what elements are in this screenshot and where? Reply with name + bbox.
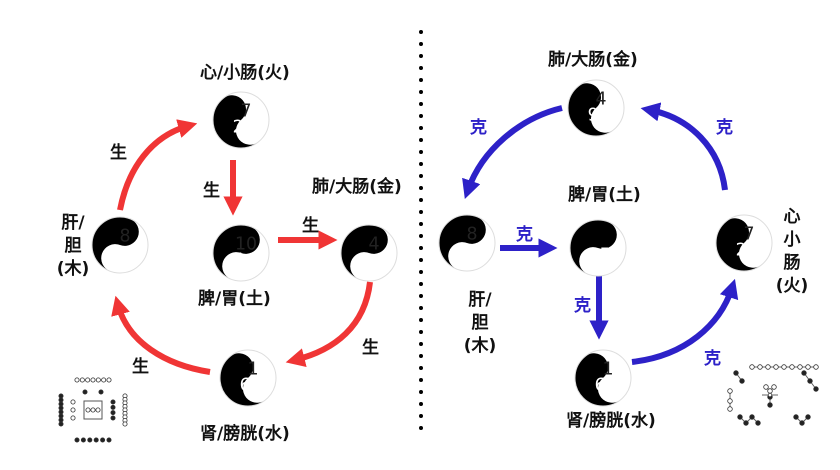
yin-yang-icon-left-water-num-b: 6 xyxy=(240,376,251,396)
arrow-metal-to-water xyxy=(285,281,373,367)
relation-metal-wood: 克 xyxy=(470,118,487,138)
luoshu-chart-icon xyxy=(727,364,819,426)
label-right-wood-line1: 肝/ xyxy=(468,290,492,310)
yin-yang-icon-right-metal-num-a: 4 xyxy=(596,90,607,110)
label-right-earth: 脾/胃(土) xyxy=(568,185,641,205)
label-right-fire-line3: 肠 xyxy=(783,252,801,273)
yin-yang-icon-right-fire-num-b: 2 xyxy=(736,241,747,261)
yin-yang-icon-right-water-num-b: 6 xyxy=(595,376,606,396)
yin-yang-icon-left-water-num-a: 1 xyxy=(248,360,259,380)
yin-yang-icon-left-fire: 72 xyxy=(212,91,270,149)
yin-yang-icon-right-water: 16 xyxy=(574,349,632,407)
yin-yang-icon-left-earth-num-b: 5 xyxy=(233,251,244,271)
relation-earth-water: 克 xyxy=(574,296,591,316)
label-left-wood-line2: 胆 xyxy=(64,235,82,256)
yin-yang-icon-right-metal-num-b: 9 xyxy=(588,106,599,126)
yin-yang-icon-left-fire-num-b: 2 xyxy=(233,118,244,138)
label-right-fire: 心 小 肠 (火) xyxy=(772,206,812,298)
relation-wood-fire: 生 xyxy=(110,143,127,163)
label-right-wood: 肝/ 胆 (木) xyxy=(460,289,500,358)
yin-yang-icon-left-metal: 49 xyxy=(340,224,398,282)
yin-yang-icon-right-fire-num-a: 7 xyxy=(744,225,755,245)
yin-yang-icon-left-earth: 105 xyxy=(212,224,270,282)
relation-wood-earth: 克 xyxy=(516,225,533,245)
yin-yang-icon-left-wood-num-b: 3 xyxy=(112,243,123,263)
yin-yang-icon-left-metal-num-a: 4 xyxy=(369,235,380,255)
yin-yang-icon-right-wood: 83 xyxy=(438,214,496,272)
yin-yang-icon-right-earth-num-b: 5 xyxy=(599,246,610,266)
yin-yang-icon-right-earth: 5 xyxy=(569,219,627,277)
label-left-wood: 肝/ 胆 (木) xyxy=(56,212,90,281)
label-left-wood-line3: (木) xyxy=(56,258,90,279)
label-right-metal: 肺/大肠(金) xyxy=(548,50,638,70)
yin-yang-icon-left-water: 16 xyxy=(219,349,277,407)
label-left-earth: 脾/胃(土) xyxy=(198,289,271,309)
yin-yang-icon-left-wood-num-a: 8 xyxy=(120,227,131,247)
yin-yang-icon-left-fire-num-a: 7 xyxy=(241,102,252,122)
yin-yang-icon-right-metal: 49 xyxy=(567,79,625,137)
relation-earth-metal: 生 xyxy=(302,216,319,236)
yin-yang-icon-right-wood-num-a: 8 xyxy=(467,225,478,245)
arrow-wood-to-fire xyxy=(117,119,198,211)
arrow-water-to-wood xyxy=(111,295,211,375)
arrow-fire-to-metal xyxy=(640,102,728,191)
label-left-fire: 心/小肠(火) xyxy=(200,63,290,83)
label-right-wood-line3: (木) xyxy=(463,335,497,356)
label-left-metal: 肺/大肠(金) xyxy=(312,177,402,197)
label-right-fire-line2: 小 xyxy=(783,229,801,250)
yin-yang-icon-right-wood-num-b: 3 xyxy=(459,241,470,261)
label-left-wood-line1: 肝/ xyxy=(61,213,85,233)
label-right-wood-line2: 胆 xyxy=(471,312,489,333)
label-right-fire-line4: (火) xyxy=(775,275,809,296)
relation-metal-water: 生 xyxy=(362,338,379,358)
arrow-metal-to-wood xyxy=(462,105,563,200)
label-right-water: 肾/膀胱(水) xyxy=(566,411,656,431)
hetu-river-chart-icon xyxy=(58,377,128,443)
yin-yang-icon-left-metal-num-b: 9 xyxy=(361,251,372,271)
yin-yang-icon-right-fire: 72 xyxy=(715,214,773,272)
label-right-fire-line1: 心 xyxy=(783,207,801,227)
relation-water-fire: 克 xyxy=(704,349,721,369)
relation-fire-metal: 克 xyxy=(716,118,733,138)
yin-yang-icon-right-water-num-a: 1 xyxy=(603,360,614,380)
relation-fire-earth: 生 xyxy=(203,181,220,201)
label-left-water: 肾/膀胱(水) xyxy=(200,424,290,444)
arrow-water-to-fire xyxy=(631,278,739,365)
yin-yang-icon-left-wood: 83 xyxy=(91,216,149,274)
relation-water-wood: 生 xyxy=(132,357,149,377)
yin-yang-icon-left-earth-num-a: 10 xyxy=(235,235,257,255)
